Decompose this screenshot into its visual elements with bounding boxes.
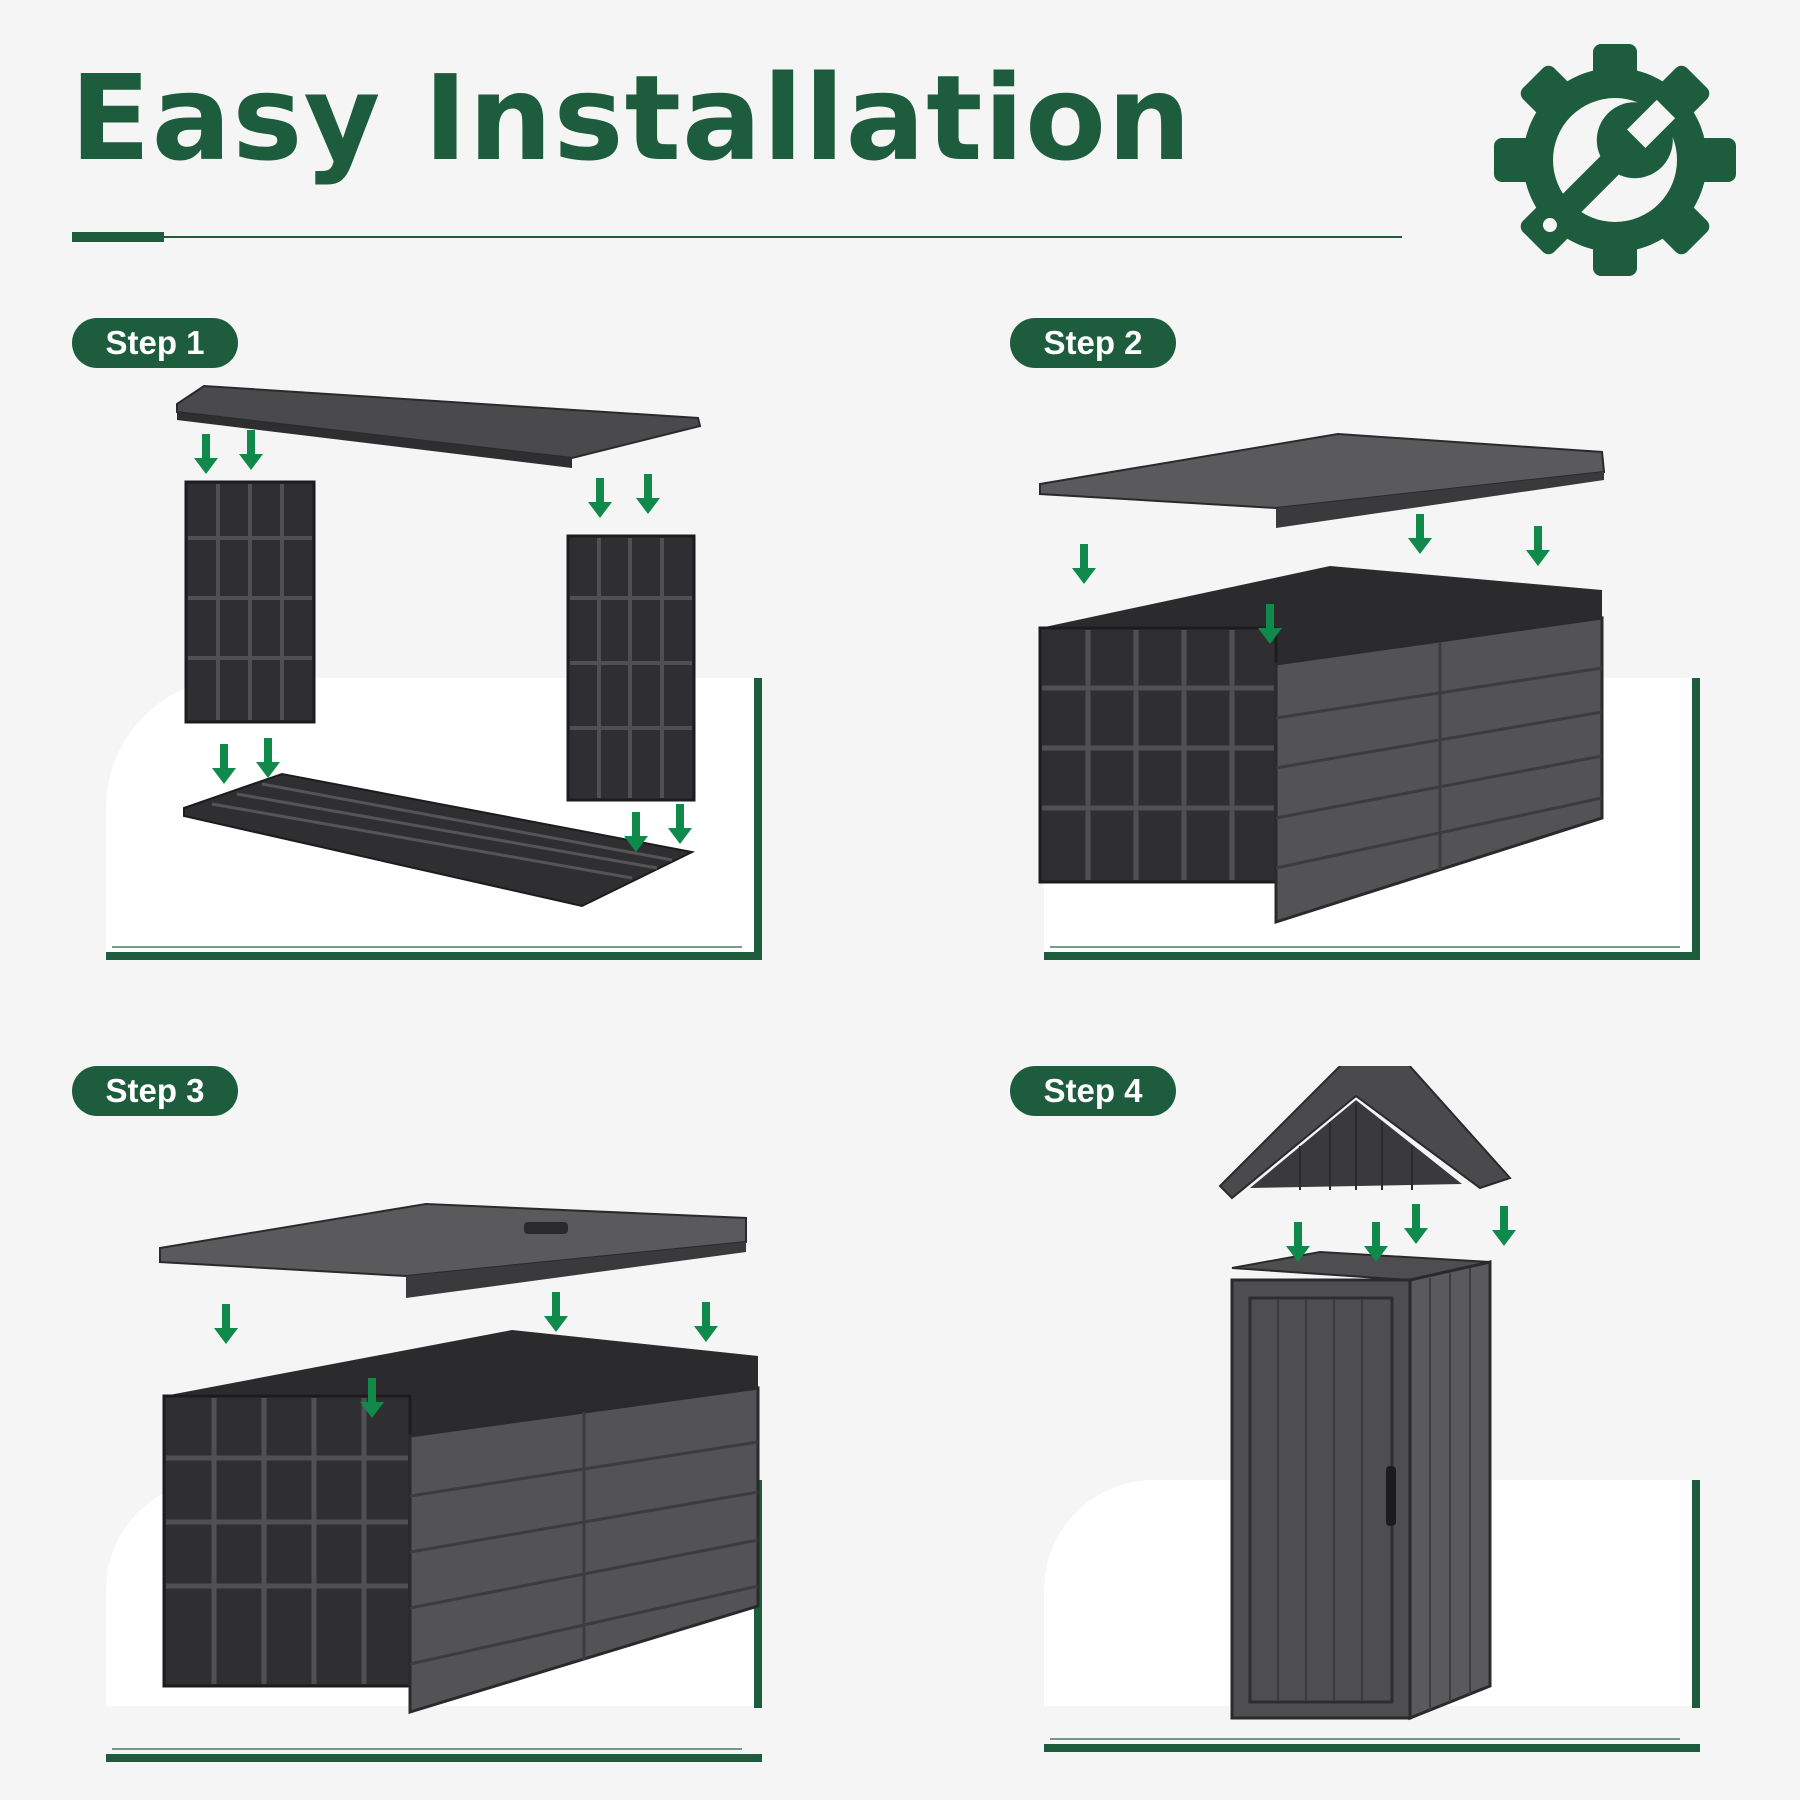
panel-frame: [1692, 678, 1700, 960]
step-2-badge: Step 2: [1010, 318, 1176, 368]
door-handle: [1386, 1466, 1396, 1526]
step-4-badge: Step 4: [1010, 1066, 1176, 1116]
title-underline-accent: [72, 232, 164, 242]
step-3-illustration: [159, 1202, 760, 1715]
panel-frame: [106, 1754, 762, 1762]
box-front-dark: [1038, 626, 1278, 884]
step-3-badge: Step 3: [72, 1066, 238, 1116]
page-title: Easy Installation: [70, 49, 1193, 187]
roof-panel: [1039, 432, 1606, 510]
panel-frame: [1050, 1738, 1680, 1740]
down-arrow-icon: [194, 430, 692, 852]
panel-frame: [106, 952, 762, 960]
step-1-illustration: [176, 384, 702, 908]
step-4-panel: Step 4: [1010, 1066, 1710, 1752]
step-3-panel: Step 3: [72, 1066, 772, 1762]
box-front-dark: [162, 1394, 412, 1688]
panel-frame: [754, 678, 762, 960]
panel-frame: [1044, 952, 1700, 960]
panel-frame: [1050, 946, 1680, 948]
step-2-illustration: [1038, 432, 1606, 925]
step-2-panel: Step 2: [1010, 318, 1710, 978]
gear-wrench-icon: [1494, 44, 1736, 276]
down-arrow-icon: [1072, 514, 1550, 644]
title-underline: [164, 236, 1402, 238]
down-arrow-icon: [1286, 1204, 1516, 1262]
panel-frame: [1044, 1744, 1700, 1752]
panel-frame: [112, 946, 742, 948]
shed-door: [1230, 1278, 1412, 1720]
down-arrow-icon: [214, 1292, 718, 1418]
panel-frame: [112, 1748, 742, 1750]
lid-panel: [159, 1202, 747, 1278]
panel-frame: [1692, 1480, 1700, 1708]
step-1-badge: Step 1: [72, 318, 238, 368]
step-4-illustration: [1218, 1066, 1516, 1721]
step-1-panel: Step 1: [72, 318, 772, 978]
roof-gable: [1218, 1066, 1512, 1200]
